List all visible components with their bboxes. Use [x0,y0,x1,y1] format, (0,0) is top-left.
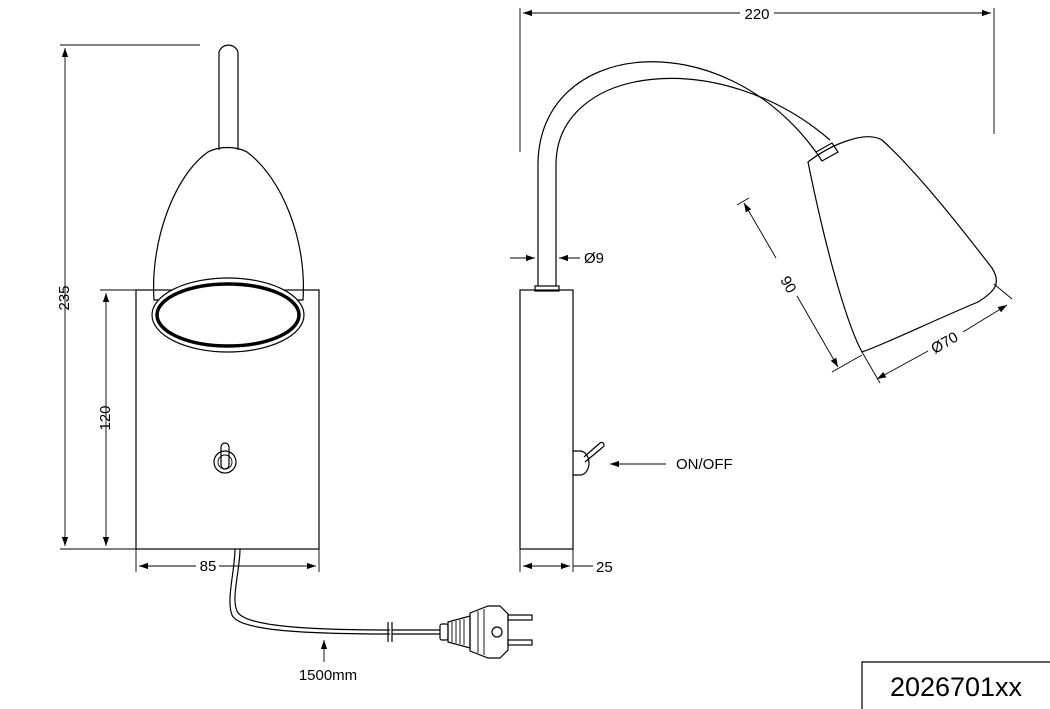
dim-d70-label: Ø70 [928,329,961,358]
dim-base-width: 85 [135,549,320,575]
dim-120-label: 120 [97,405,114,430]
dim-shade-diameter: Ø70 [861,283,1013,384]
switch-callout: ON/OFF [610,456,733,473]
side-arm-outer [537,61,817,286]
plug [439,605,533,659]
side-view [519,61,997,550]
model-number: 2026701xx [890,672,1023,702]
dim-shade-length: 90 [736,197,863,373]
on-off-label: ON/OFF [676,456,733,473]
dim-base-height: 120 [97,289,136,546]
dim-arm-diameter: Ø9 [510,250,604,267]
dim-220-label: 220 [744,6,769,23]
front-shade-rim-inner [155,282,301,348]
front-switch [213,442,237,474]
front-shade [152,146,305,301]
side-arm-inner [555,77,831,286]
dim-d9-label: Ø9 [584,250,604,267]
side-shade [807,136,997,353]
dim-1500mm-label: 1500mm [299,667,357,684]
front-arm [218,44,239,150]
dim-85-label: 85 [200,558,217,575]
front-cable-b [234,548,391,631]
side-switch [573,441,605,476]
dim-height-total: 235 [56,44,200,550]
side-base [519,289,574,550]
dim-width-total: 220 [519,6,995,152]
dim-base-depth: 25 [519,549,613,576]
dim-cable-length: 1500mm [299,640,357,684]
dim-235-label: 235 [56,285,73,310]
dim-90-label: 90 [776,273,799,296]
model-number-box: 2026701xx [861,661,1050,709]
front-cable-a [229,548,391,635]
dim-25-label: 25 [596,559,613,576]
front-view [135,44,533,659]
